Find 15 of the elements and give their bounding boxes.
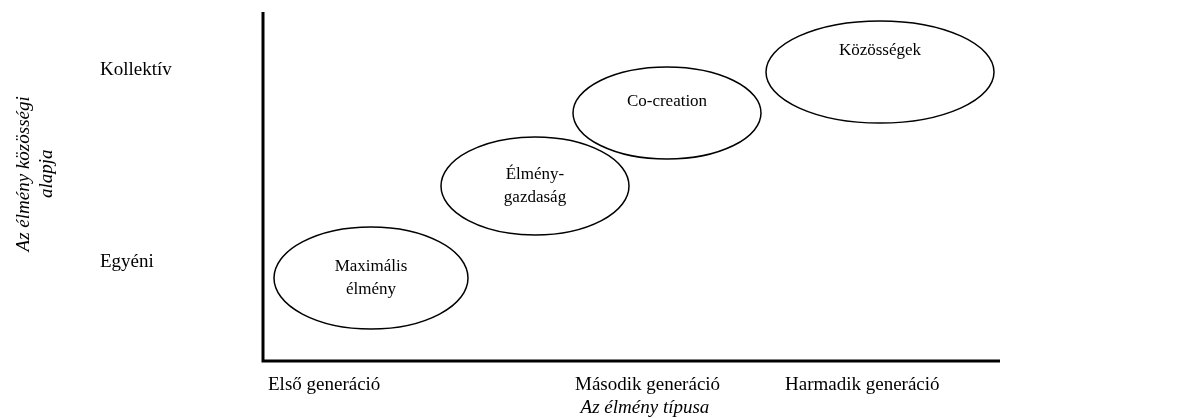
axis-label: Első generáció xyxy=(268,373,381,395)
axis-title: Az élmény közösségi alapja xyxy=(12,95,57,255)
node-label: Maximális élmény xyxy=(333,255,409,300)
ellipse-node xyxy=(765,20,995,124)
axis-title: Az élmény típusa xyxy=(580,396,710,418)
axis-label: Kollektív xyxy=(100,58,172,80)
ellipse-node xyxy=(440,136,630,236)
axis-label: Második generáció xyxy=(575,373,721,395)
node-label: Közösségek xyxy=(837,38,923,61)
axis-label: Harmadik generáció xyxy=(785,373,940,395)
ellipse-node xyxy=(572,66,762,160)
node-label: Co-creation xyxy=(625,89,709,112)
ellipse-node xyxy=(273,226,469,330)
node-label: Élmény-gazdaság xyxy=(502,163,568,208)
axis-label: Egyéni xyxy=(100,250,154,272)
